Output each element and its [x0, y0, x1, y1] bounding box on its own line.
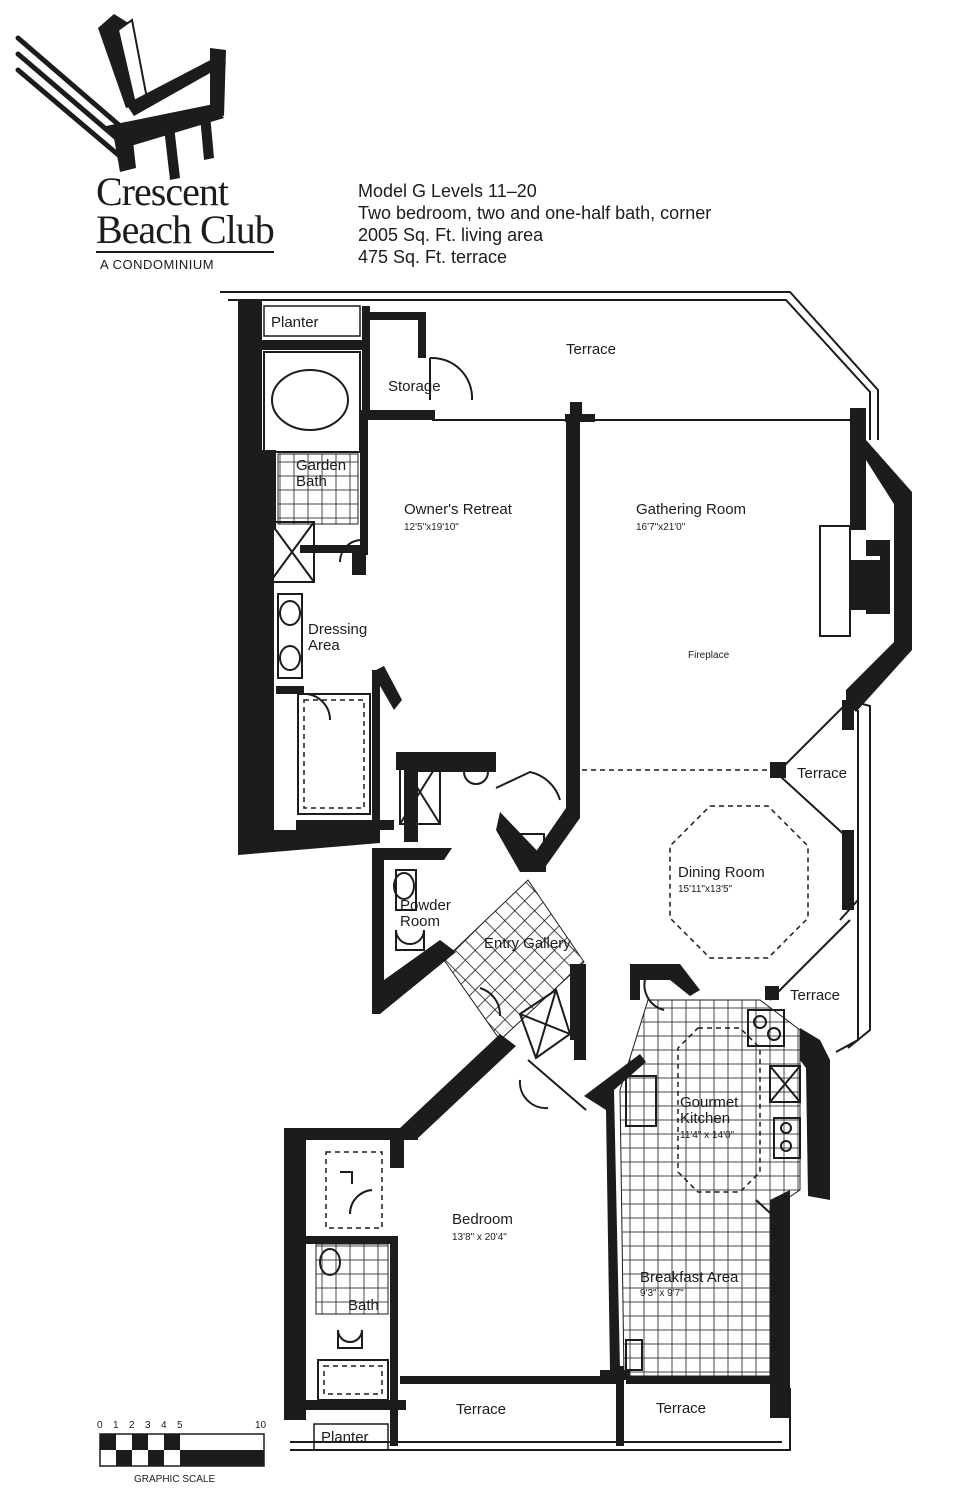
brand-name-line2: Beach Club — [96, 207, 275, 252]
terrace-se-label: Terrace — [790, 987, 840, 1004]
terrace-bottom-right-label: Terrace — [656, 1400, 706, 1417]
brand-name-line1: Crescent — [96, 169, 229, 214]
dining-room-dim: 15'11"x13'5" — [678, 884, 733, 895]
model-line: Model G Levels 11–20 — [358, 181, 537, 201]
scale-tick-10: 10 — [255, 1420, 267, 1431]
bedroom-label: Bedroom — [452, 1211, 513, 1228]
dining-room-label: Dining Room — [678, 864, 765, 881]
gourmet-kitchen-dim: 11'4" x 14'0" — [680, 1130, 735, 1141]
planter-bottom-label: Planter — [321, 1429, 369, 1446]
garden-bath-label-2: Bath — [296, 473, 327, 490]
terrace-east-label: Terrace — [797, 765, 847, 782]
graphic-scale: 0 1 2 3 4 5 10 GRAPHIC SCALE — [97, 1420, 267, 1485]
brand-subtitle: A CONDOMINIUM — [100, 257, 215, 272]
scale-tick-0: 0 — [97, 1420, 103, 1431]
gathering-room-label: Gathering Room — [636, 501, 746, 518]
breakfast-area-dim: 9'3" x 9'7" — [640, 1288, 684, 1299]
scale-label: GRAPHIC SCALE — [134, 1474, 215, 1485]
terrace-top-label: Terrace — [566, 341, 616, 358]
scale-tick-2: 2 — [129, 1420, 135, 1431]
owners-retreat-label: Owner's Retreat — [404, 501, 513, 518]
bedroom-dim: 13'8" x 20'4" — [452, 1232, 507, 1243]
fireplace-label: Fireplace — [688, 650, 730, 661]
living-area: 2005 Sq. Ft. living area — [358, 225, 544, 245]
storage-label: Storage — [388, 378, 441, 395]
entry-gallery-label: Entry Gallery — [484, 935, 571, 952]
chair-logo-icon — [15, 14, 226, 180]
model-description: Two bedroom, two and one-half bath, corn… — [358, 203, 712, 223]
owners-retreat-dim: 12'5"x19'10" — [404, 522, 459, 533]
planter-top-label: Planter — [271, 314, 319, 331]
walls — [238, 300, 912, 1446]
interior-lines — [263, 351, 859, 1401]
gathering-room-dim: 16'7"x21'0" — [636, 522, 686, 533]
powder-room-label-2: Room — [400, 913, 440, 930]
model-info: Model G Levels 11–20 Two bedroom, two an… — [358, 180, 711, 268]
gourmet-kitchen-label-1: Gourmet — [680, 1094, 739, 1111]
breakfast-area-label: Breakfast Area — [640, 1269, 739, 1286]
room-labels: Planter Terrace Storage Garden Bath Owne… — [263, 305, 847, 1451]
brand-divider — [96, 251, 274, 253]
bath-label: Bath — [348, 1297, 379, 1314]
terrace-bottom-left-label: Terrace — [456, 1401, 506, 1418]
terrace-area: 475 Sq. Ft. terrace — [358, 247, 508, 267]
powder-room-label-1: Powder — [400, 897, 451, 914]
scale-tick-3: 3 — [145, 1420, 151, 1431]
terrace-outlines — [220, 291, 879, 1451]
garden-bath-label-1: Garden — [296, 457, 346, 474]
scale-tick-5: 5 — [177, 1420, 183, 1431]
gourmet-kitchen-label-2: Kitchen — [680, 1110, 730, 1127]
scale-tick-1: 1 — [113, 1420, 119, 1431]
dressing-area-label-2: Area — [308, 637, 340, 654]
dressing-area-label-1: Dressing — [308, 621, 367, 638]
scale-tick-4: 4 — [161, 1420, 167, 1431]
